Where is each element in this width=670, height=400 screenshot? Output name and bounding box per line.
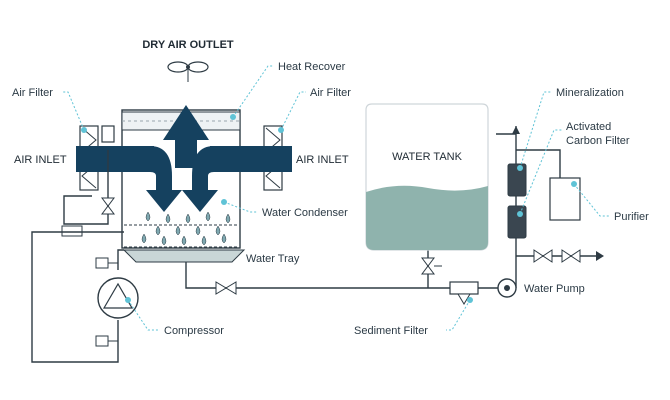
fan-icon xyxy=(167,61,209,82)
heat-recover-label: Heat Recover xyxy=(278,61,346,73)
water-pump-icon xyxy=(497,278,517,298)
water-pump-label: Water Pump xyxy=(524,283,585,295)
air-inlet-right-label: AIR INLET xyxy=(296,154,349,166)
water-tank-label: WATER TANK xyxy=(392,151,463,163)
activated-label: Activated xyxy=(566,121,611,133)
purifier-label: Purifier xyxy=(614,211,649,223)
water-tray-label: Water Tray xyxy=(246,253,300,265)
dry-air-outlet-label: DRY AIR OUTLET xyxy=(142,39,234,51)
condensation-droplets xyxy=(141,211,231,246)
water-condenser-label: Water Condenser xyxy=(262,207,348,219)
carbon-filter-label: Carbon Filter xyxy=(566,135,630,147)
water-tank xyxy=(365,103,489,251)
carbon-filter-cartridge xyxy=(507,205,527,239)
outflow-arrow-up xyxy=(512,126,520,134)
air-inlet-left-label: AIR INLET xyxy=(14,154,67,166)
compressor-label: Compressor xyxy=(164,325,224,337)
output-valves xyxy=(533,249,604,263)
air-filter-left-label: Air Filter xyxy=(12,87,53,99)
callouts xyxy=(62,65,610,331)
sediment-filter-label: Sediment Filter xyxy=(354,325,428,337)
air-filter-right-label: Air Filter xyxy=(310,87,351,99)
refrigerant-loop xyxy=(31,125,124,363)
mineralization-label: Mineralization xyxy=(556,87,624,99)
water-tray xyxy=(122,249,246,263)
compressor-icon xyxy=(97,277,139,319)
sediment-filter xyxy=(449,281,479,305)
mineralization-cartridge xyxy=(507,163,527,197)
airflow-arrows xyxy=(76,105,292,212)
